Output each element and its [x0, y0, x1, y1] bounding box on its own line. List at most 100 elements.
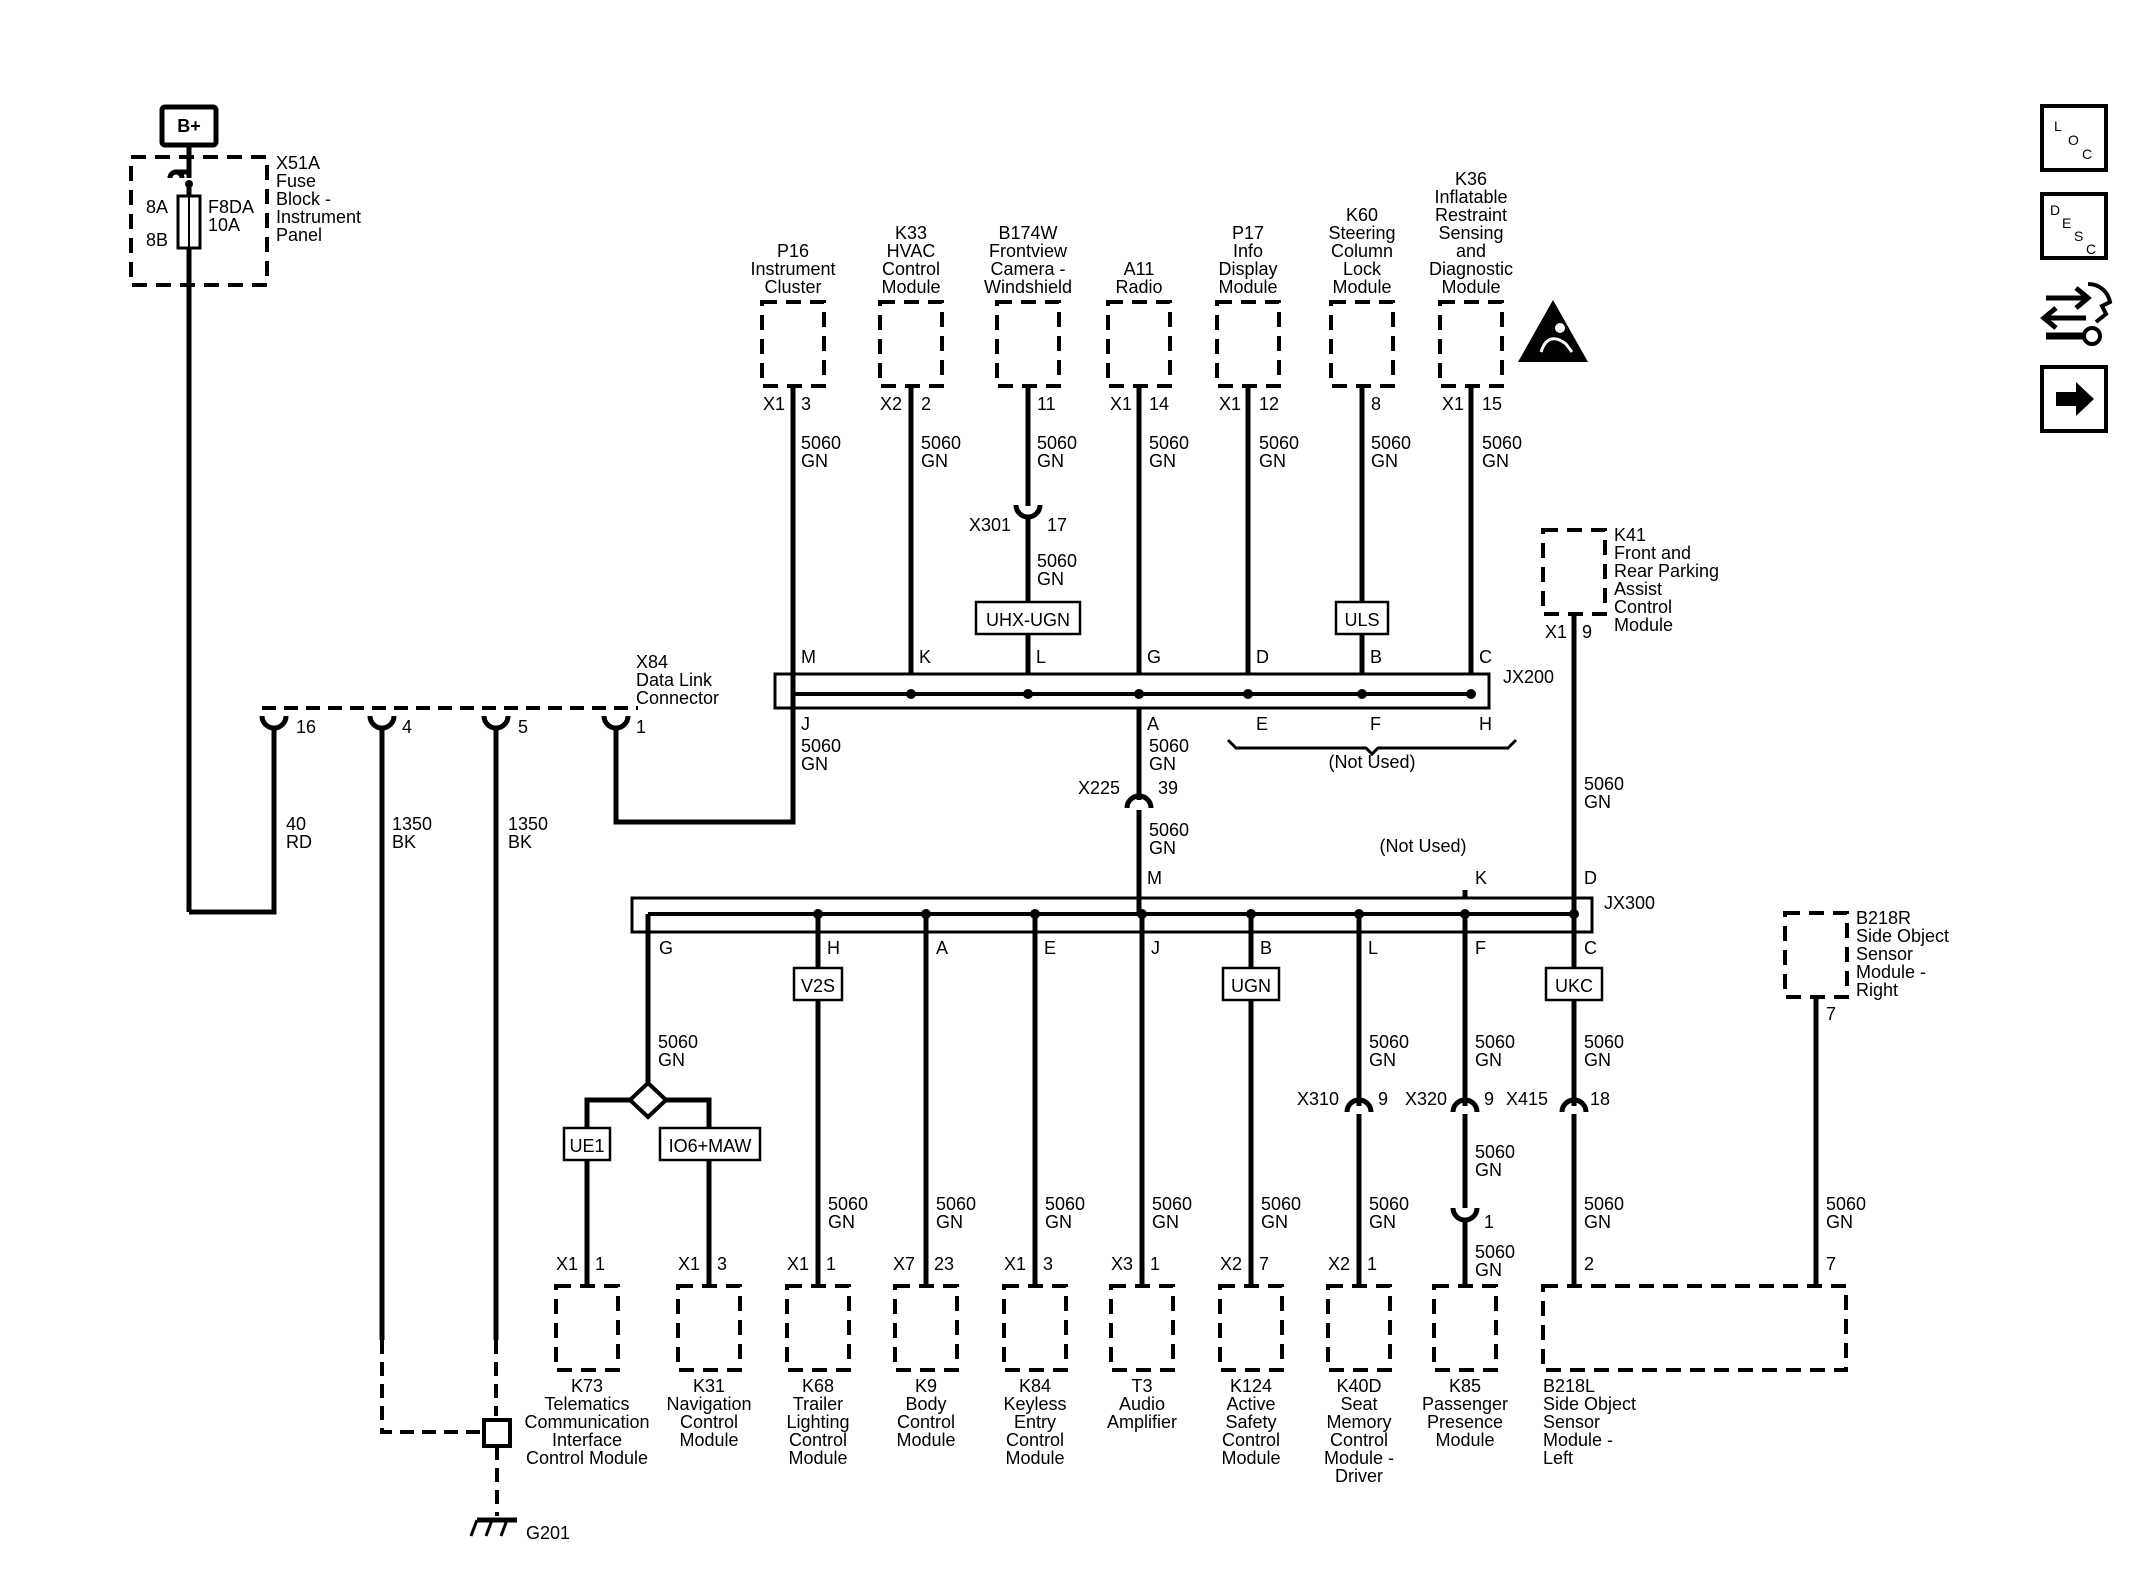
svg-text:P17: P17: [1232, 223, 1264, 243]
svg-text:GN: GN: [1584, 1212, 1611, 1232]
module-b218r: B218R Side Object Sensor Module - Right …: [1783, 908, 1949, 1286]
svg-text:5060: 5060: [1149, 736, 1189, 756]
svg-text:7: 7: [1259, 1254, 1269, 1274]
svg-text:B: B: [1370, 647, 1382, 667]
svg-text:Control: Control: [1614, 597, 1672, 617]
svg-text:Module: Module: [1221, 1448, 1280, 1468]
svg-text:Module -: Module -: [1543, 1430, 1613, 1450]
svg-text:2: 2: [1584, 1254, 1594, 1274]
svg-text:K31: K31: [693, 1376, 725, 1396]
svg-text:Block -: Block -: [276, 189, 331, 209]
svg-text:Seat: Seat: [1340, 1394, 1377, 1414]
ground-g201: G201: [469, 1418, 570, 1543]
svg-text:K60: K60: [1346, 205, 1378, 225]
svg-text:JX300: JX300: [1604, 893, 1655, 913]
svg-text:14: 14: [1149, 394, 1169, 414]
svg-text:H: H: [827, 938, 840, 958]
svg-text:B174W: B174W: [998, 223, 1057, 243]
bottom-module-k40d: X2 1 K40D Seat Memory Control Module - D…: [1324, 1254, 1394, 1486]
svg-text:K73: K73: [571, 1376, 603, 1396]
svg-text:Module: Module: [1332, 277, 1391, 297]
svg-text:K41: K41: [1614, 525, 1646, 545]
svg-text:5060: 5060: [1369, 1032, 1409, 1052]
svg-text:Presence: Presence: [1427, 1412, 1503, 1432]
svg-text:E: E: [1256, 714, 1268, 734]
x225-wire: 5060 GN X225 39 5060 GN: [1078, 708, 1189, 904]
svg-text:GN: GN: [1584, 1050, 1611, 1070]
branch-c: UKC 5060 GN X415 18 5060 GN: [1506, 914, 1624, 1286]
svg-text:2: 2: [921, 394, 931, 414]
svg-text:Trailer: Trailer: [793, 1394, 843, 1414]
description-button[interactable]: D E S C: [2040, 192, 2108, 260]
svg-text:Right: Right: [1856, 980, 1898, 1000]
svg-text:Sensing: Sensing: [1438, 223, 1503, 243]
svg-text:X2: X2: [1220, 1254, 1242, 1274]
svg-text:5060: 5060: [1826, 1194, 1866, 1214]
svg-text:GN: GN: [921, 451, 948, 471]
svg-text:5060: 5060: [1475, 1142, 1515, 1162]
location-button[interactable]: L O C: [2040, 104, 2108, 172]
svg-text:5060: 5060: [1369, 1194, 1409, 1214]
svg-text:7: 7: [1826, 1254, 1836, 1274]
svg-text:E: E: [2062, 215, 2071, 231]
svg-text:Control: Control: [897, 1412, 955, 1432]
svg-text:1: 1: [826, 1254, 836, 1274]
svg-text:23: 23: [934, 1254, 954, 1274]
splice-pack-jx300: (Not Used) M K D JX300 G H A E J B L F C: [630, 836, 1655, 958]
branch-g: 5060 GN UE1 IO6+MAW: [562, 914, 762, 1286]
svg-text:7: 7: [1826, 1004, 1836, 1024]
svg-text:3: 3: [1043, 1254, 1053, 1274]
svg-text:5060: 5060: [1037, 433, 1077, 453]
svg-text:GN: GN: [1475, 1260, 1502, 1280]
svg-text:18: 18: [1590, 1089, 1610, 1109]
svg-text:1: 1: [1484, 1212, 1494, 1232]
svg-text:F8DA: F8DA: [208, 197, 254, 217]
svg-text:Info: Info: [1233, 241, 1263, 261]
svg-text:Display: Display: [1218, 259, 1277, 279]
svg-text:8B: 8B: [146, 230, 168, 250]
svg-text:Control: Control: [1222, 1430, 1280, 1450]
svg-text:Diagnostic: Diagnostic: [1429, 259, 1513, 279]
svg-text:Radio: Radio: [1115, 277, 1162, 297]
svg-text:11: 11: [1037, 394, 1056, 414]
svg-text:S: S: [2074, 228, 2083, 244]
splice-pack-jx200: JX200 M K L G D B C J A E F H (Not Used)…: [773, 647, 1554, 774]
svg-text:GN: GN: [1482, 451, 1509, 471]
bottom-module-k68: X1 1 K68 Trailer Lighting Control Module: [785, 1254, 851, 1468]
svg-text:1: 1: [1367, 1254, 1377, 1274]
svg-text:Left: Left: [1543, 1448, 1573, 1468]
svg-text:GN: GN: [1045, 1212, 1072, 1232]
svg-text:39: 39: [1158, 778, 1178, 798]
svg-text:K40D: K40D: [1336, 1376, 1381, 1396]
svg-text:JX200: JX200: [1503, 667, 1554, 687]
svg-text:K124: K124: [1230, 1376, 1272, 1396]
svg-text:4: 4: [402, 717, 412, 737]
bottom-module-t3: X3 1 T3 Audio Amplifier: [1107, 1254, 1177, 1432]
bottom-module-k73: X1 1 K73 Telematics Communication Interf…: [524, 1254, 649, 1468]
option-ue1: UE1: [569, 1136, 604, 1156]
svg-text:Control Module: Control Module: [526, 1448, 648, 1468]
svg-text:Entry: Entry: [1014, 1412, 1056, 1432]
svg-text:K33: K33: [895, 223, 927, 243]
next-page-button[interactable]: [2040, 365, 2108, 433]
svg-text:Fuse: Fuse: [276, 171, 316, 191]
svg-text:J: J: [801, 714, 810, 734]
svg-text:X2: X2: [1328, 1254, 1350, 1274]
svg-text:E: E: [1044, 938, 1056, 958]
schematic-wrench-icon[interactable]: [2040, 282, 2113, 346]
svg-text:40: 40: [286, 814, 306, 834]
svg-text:Control: Control: [882, 259, 940, 279]
svg-text:5060: 5060: [1475, 1242, 1515, 1262]
svg-text:Camera -: Camera -: [990, 259, 1065, 279]
svg-text:GN: GN: [1475, 1160, 1502, 1180]
svg-text:5060: 5060: [1584, 1194, 1624, 1214]
svg-text:5060: 5060: [1261, 1194, 1301, 1214]
power-source: B+: [159, 104, 219, 148]
svg-text:5060: 5060: [1259, 433, 1299, 453]
svg-text:GN: GN: [801, 754, 828, 774]
svg-text:K36: K36: [1455, 169, 1487, 189]
svg-text:GN: GN: [1259, 451, 1286, 471]
svg-text:5060: 5060: [658, 1032, 698, 1052]
svg-text:Module: Module: [896, 1430, 955, 1450]
svg-text:K: K: [1475, 868, 1487, 888]
